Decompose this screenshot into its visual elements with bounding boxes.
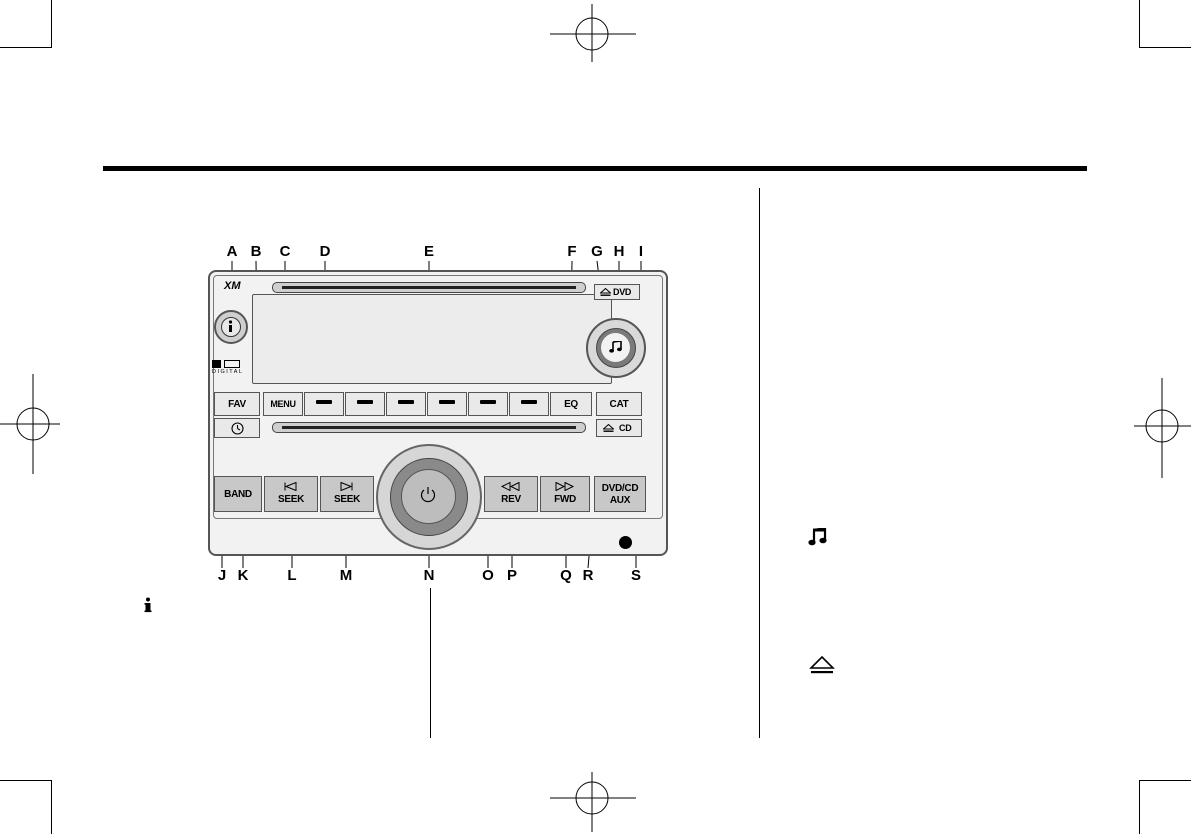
preset-button-6[interactable]: [509, 392, 549, 416]
callout-o: O: [482, 567, 494, 584]
seek-back-label: SEEK: [277, 494, 305, 505]
info-icon: [144, 597, 152, 613]
callout-i: I: [638, 243, 644, 260]
dvd-cd-label: DVD/CD: [601, 483, 639, 494]
eq-label: EQ: [564, 399, 578, 410]
column-divider-right: [759, 188, 760, 738]
dvd-eject-button[interactable]: DVD: [594, 284, 640, 300]
cd-eject-button[interactable]: CD: [596, 419, 642, 437]
preset-button-4[interactable]: [427, 392, 467, 416]
column-divider-left: [430, 588, 431, 738]
callout-s: S: [630, 567, 641, 584]
cd-slot-opening: [282, 426, 576, 429]
band-label: BAND: [224, 489, 252, 500]
xm-logo: XM: [224, 280, 241, 292]
display-screen: [252, 294, 612, 384]
seek-forward-icon: [340, 482, 353, 491]
registration-mark-right: [1134, 378, 1191, 478]
dvd-eject-label: DVD: [613, 287, 632, 297]
callout-c: C: [279, 243, 291, 260]
callout-a: A: [226, 243, 238, 260]
registration-mark-bottom: [550, 772, 636, 832]
eject-icon: [603, 424, 614, 432]
fwd-button[interactable]: FWD: [540, 476, 590, 512]
callout-n: N: [423, 567, 435, 584]
tune-knob[interactable]: [586, 318, 646, 378]
dolby-digital-text: DIGITAL: [212, 369, 244, 375]
callout-f: F: [567, 243, 577, 260]
callout-p: P: [506, 567, 517, 584]
eject-icon: [809, 656, 835, 674]
clock-button[interactable]: [214, 418, 260, 438]
callout-q: Q: [560, 567, 572, 584]
preset-button-3[interactable]: [386, 392, 426, 416]
cat-label: CAT: [609, 399, 629, 410]
fav-label: FAV: [228, 399, 246, 410]
radio-figure: A B C D E F G H I: [200, 244, 680, 584]
band-button[interactable]: BAND: [214, 476, 262, 512]
rev-icon: [501, 482, 520, 491]
menu-button[interactable]: MENU: [263, 392, 303, 416]
seek-back-button[interactable]: SEEK: [264, 476, 318, 512]
cat-button[interactable]: CAT: [596, 392, 642, 416]
callout-d: D: [319, 243, 331, 260]
callout-b: B: [250, 243, 262, 260]
preset-button-5[interactable]: [468, 392, 508, 416]
music-note-icon: [609, 341, 622, 353]
fwd-label: FWD: [554, 494, 576, 505]
callout-k: K: [237, 567, 249, 584]
dvd-cd-aux-button[interactable]: DVD/CD AUX: [594, 476, 646, 512]
crop-mark: [1139, 47, 1191, 48]
crop-mark: [1139, 0, 1140, 48]
callout-l: L: [287, 567, 297, 584]
seek-forward-label: SEEK: [333, 494, 361, 505]
aux-label: AUX: [609, 495, 631, 506]
callout-m: M: [339, 567, 353, 584]
menu-label: MENU: [270, 399, 296, 409]
power-icon: [420, 487, 436, 503]
rev-label: REV: [501, 494, 521, 505]
registration-mark-top: [550, 4, 636, 62]
crop-mark: [1139, 780, 1191, 781]
crop-mark: [51, 0, 52, 48]
crop-mark: [1139, 780, 1140, 834]
callout-r: R: [582, 567, 594, 584]
aux-input-jack[interactable]: [619, 536, 632, 549]
callout-g: G: [591, 243, 603, 260]
power-volume-knob[interactable]: [376, 444, 482, 550]
eject-icon: [600, 288, 611, 296]
registration-mark-left: [0, 374, 60, 474]
header-rule: [103, 166, 1087, 171]
seek-forward-button[interactable]: SEEK: [320, 476, 374, 512]
crop-mark: [0, 47, 52, 48]
rev-button[interactable]: REV: [484, 476, 538, 512]
info-knob[interactable]: [214, 310, 248, 344]
cd-eject-label: CD: [619, 423, 632, 433]
music-note-icon: [808, 528, 827, 546]
clock-icon: [231, 422, 244, 435]
callout-h: H: [613, 243, 625, 260]
crop-mark: [0, 780, 52, 781]
fwd-icon: [555, 482, 575, 491]
eq-button[interactable]: EQ: [550, 392, 592, 416]
callout-e: E: [423, 243, 434, 260]
preset-button-1[interactable]: [304, 392, 344, 416]
seek-back-icon: [284, 482, 297, 491]
info-icon: [228, 320, 233, 332]
crop-mark: [51, 780, 52, 834]
callout-j: J: [217, 567, 227, 584]
dolby-logo: DIGITAL: [212, 360, 246, 376]
dvd-slot-opening: [282, 286, 576, 289]
preset-button-2[interactable]: [345, 392, 385, 416]
fav-button[interactable]: FAV: [214, 392, 260, 416]
